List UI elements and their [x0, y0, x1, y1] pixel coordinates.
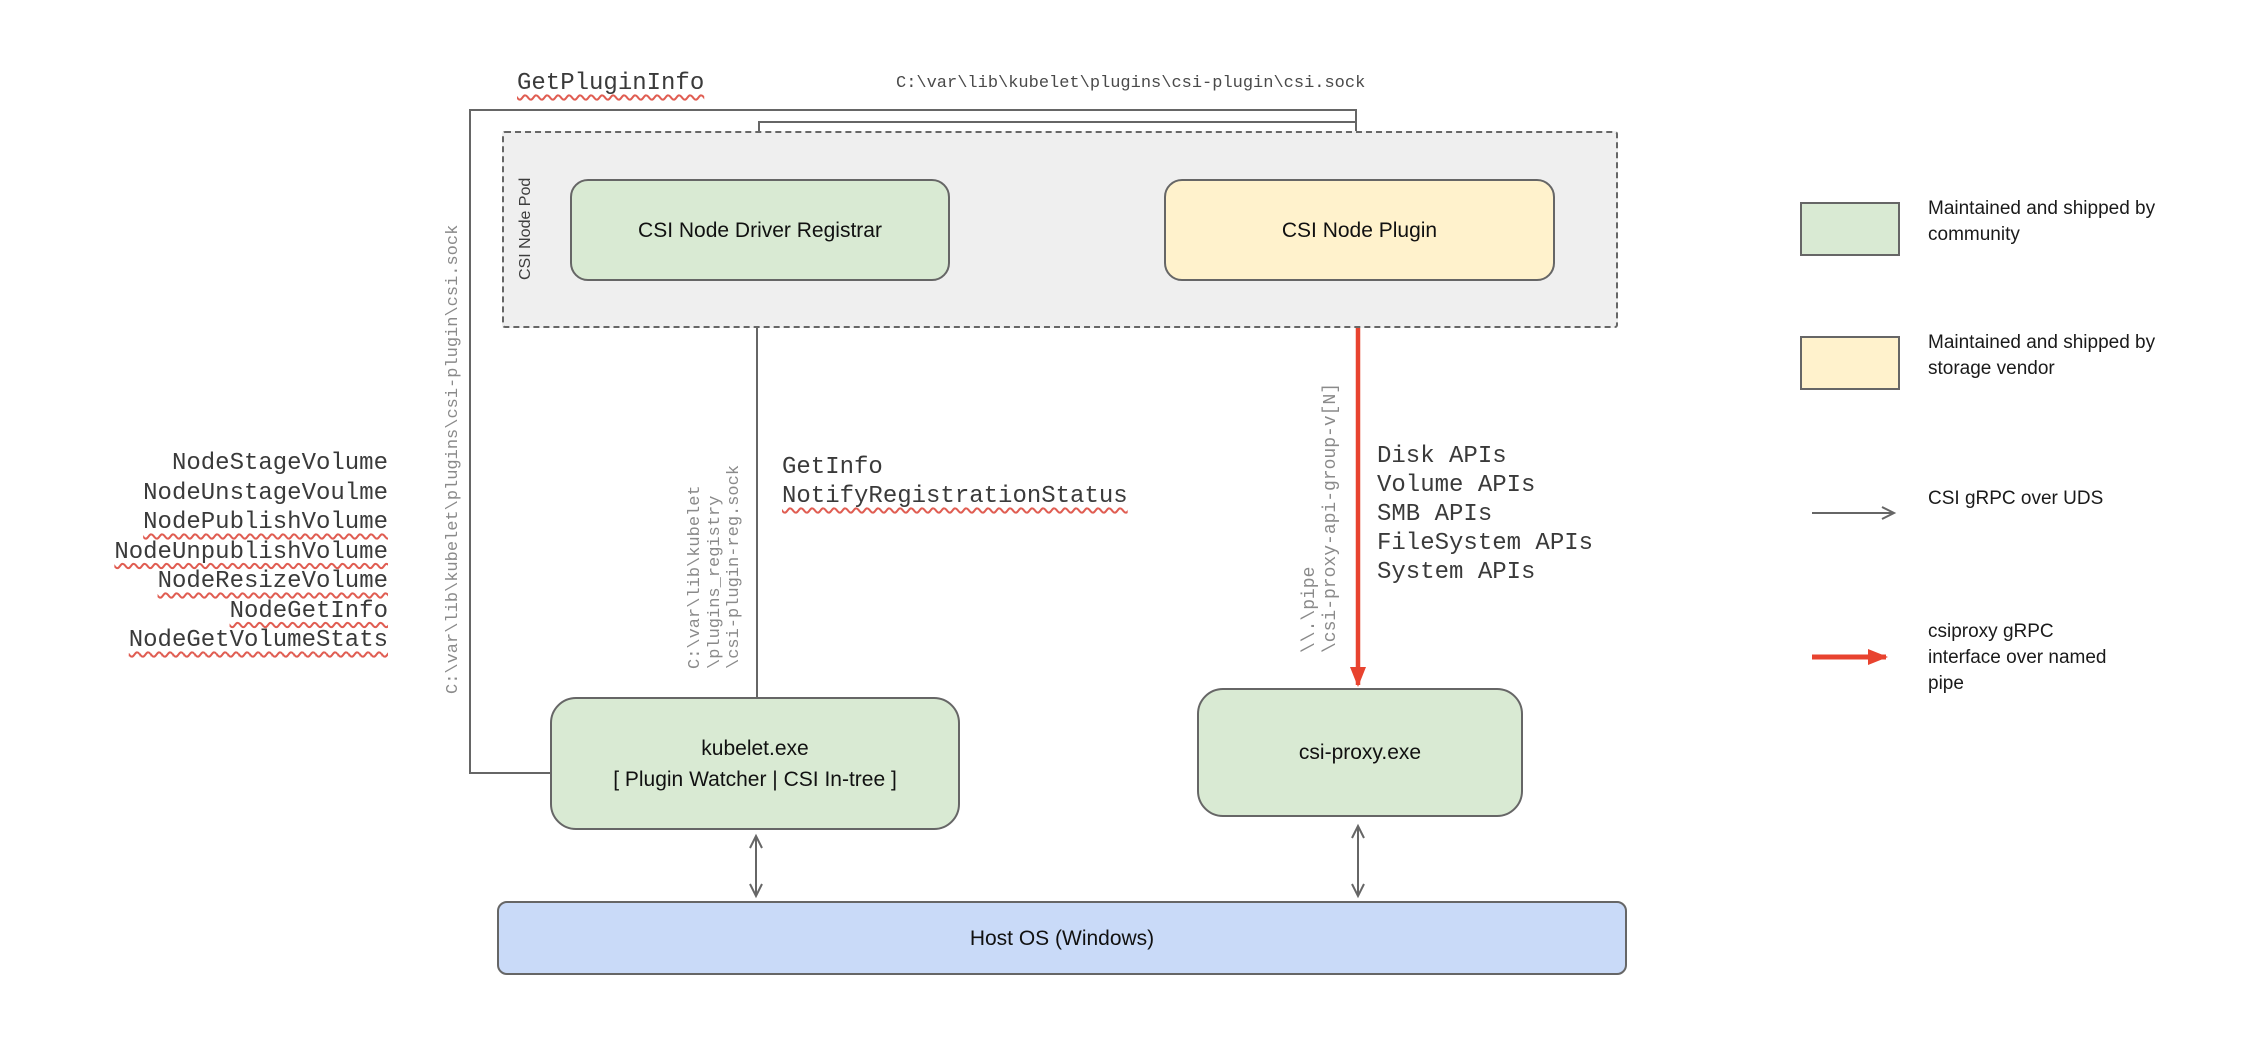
node-call-item: NodeGetInfo	[229, 597, 388, 625]
legend-vendor-swatch	[1800, 336, 1900, 390]
host-os-label: Host OS (Windows)	[969, 926, 1155, 950]
legend-uds-arrow-label: CSI gRPC over UDS	[1928, 488, 2104, 509]
legend-community-swatch	[1800, 202, 1900, 256]
registration-calls-label: GetInfo NotifyRegistrationStatus	[782, 454, 1128, 510]
api-list-item: SMB APIs	[1377, 501, 1493, 528]
node-call-item: NodeStageVolume	[171, 450, 388, 477]
kubelet-box: kubelet.exe [ Plugin Watcher | CSI In-tr…	[550, 697, 960, 830]
get-plugin-info-label: GetPluginInfo	[517, 70, 705, 97]
top-socket-path-label: C:\var\lib\kubelet\plugins\csi-plugin\cs…	[896, 74, 1366, 93]
kubelet-label-line2: [ Plugin Watcher | CSI In-tree ]	[613, 767, 897, 791]
api-list-item: Volume APIs	[1377, 472, 1536, 499]
csi-node-driver-registrar-box: CSI Node Driver Registrar	[570, 179, 950, 281]
api-list-item: FileSystem APIs	[1377, 530, 1594, 557]
host-os-box: Host OS (Windows)	[497, 901, 1627, 975]
csi-proxy-box: csi-proxy.exe	[1197, 688, 1523, 817]
legend-vendor-label: Maintained and shipped by storage vendor	[1928, 332, 2156, 379]
named-pipe-path-label: \\.\pipe \csi-proxy-api-group-v[N]	[1300, 382, 1341, 653]
node-call-item: NodeResizeVolume	[157, 568, 388, 595]
node-call-item: NodeUnstageVoulme	[143, 479, 388, 507]
registry-socket-path-label: C:\var\lib\kubelet \plugins_registry \cs…	[686, 464, 744, 669]
api-list-item: Disk APIs	[1377, 443, 1507, 470]
node-call-item: NodeUnpublishVolume	[114, 538, 388, 566]
node-call-item: NodeGetVolumeStats	[128, 627, 388, 654]
csi-proxy-label: csi-proxy.exe	[1298, 741, 1422, 764]
kubelet-label-line1: kubelet.exe	[701, 736, 809, 760]
proxy-api-list: Disk APIs Volume APIs SMB APIs FileSyste…	[1377, 442, 1593, 587]
legend-community-label: Maintained and shipped by community	[1928, 198, 2156, 245]
csi-node-pod-label: CSI Node Pod	[517, 177, 534, 280]
node-rpc-call-list: NodeStageVolume NodeUnstageVoulme NodePu…	[60, 449, 388, 656]
legend-pipe-arrow-label: csiproxy gRPC interface over named pipe	[1928, 621, 2107, 694]
node-call-item: NodePublishVolume	[143, 509, 388, 536]
left-socket-path-label: C:\var\lib\kubelet\plugins\csi-plugin\cs…	[444, 224, 463, 694]
registrar-label: CSI Node Driver Registrar	[638, 218, 882, 242]
csi-node-plugin-box: CSI Node Plugin	[1164, 179, 1555, 281]
api-list-item: System APIs	[1377, 559, 1536, 586]
plugin-label: CSI Node Plugin	[1281, 218, 1438, 242]
